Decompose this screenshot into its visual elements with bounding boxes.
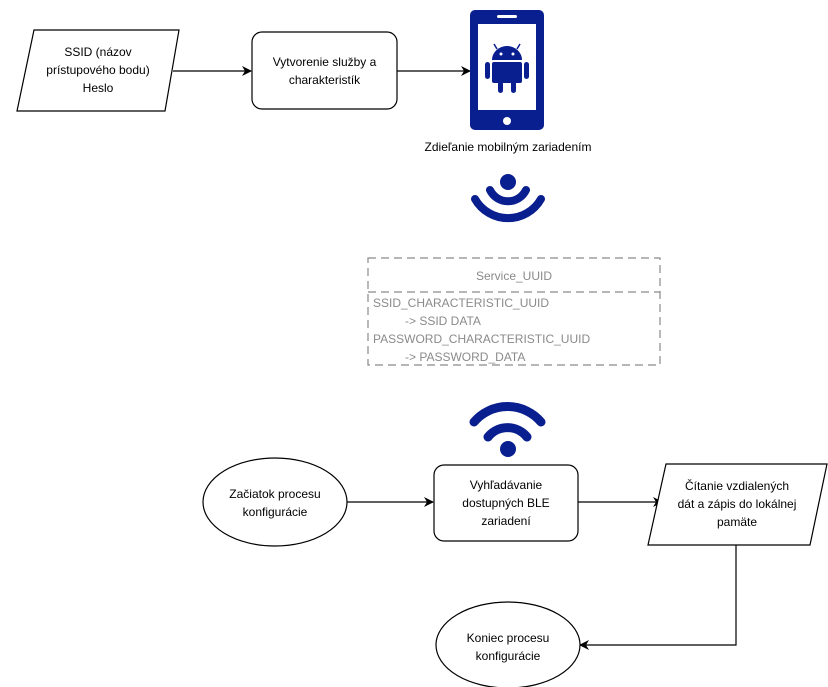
phone-caption: Zdieľanie mobilným zariadením <box>425 140 592 154</box>
ble-service-line-1: SSID_CHARACTERISTIC_UUID <box>373 296 549 310</box>
ble-service-title: Service_UUID <box>476 269 552 283</box>
read-remote-data-node: Čítanie vzdialených dát a zápis do lokál… <box>647 463 828 546</box>
ble-service-line-3: PASSWORD_CHARACTERISTIC_UUID <box>373 332 590 346</box>
end-config-line-2: konfigurácie <box>476 649 541 663</box>
credentials-input-node: SSID (názov prístupového bodu) Heslo <box>16 29 180 112</box>
credentials-input-line-2: prístupového bodu) <box>46 63 149 77</box>
arrow-read-to-end <box>579 545 737 650</box>
ble-service-line-4: -> PASSWORD_DATA <box>405 350 525 364</box>
end-config-line-1: Koniec procesu <box>467 631 550 645</box>
ble-scan-node: Vyhľadávanie dostupných BLE zariadení <box>433 464 579 542</box>
end-config-node: Koniec procesu konfigurácie <box>435 601 581 687</box>
credentials-input-line-1: SSID (názov <box>64 45 131 59</box>
ble-scan-line-3: zariadení <box>481 514 531 528</box>
ble-service-box: Service_UUID SSID_CHARACTERISTIC_UUID ->… <box>367 257 661 366</box>
read-remote-data-line-3: pamäte <box>717 515 757 529</box>
ble-service-line-2: -> SSID DATA <box>405 314 481 328</box>
ble-scan-line-2: dostupných BLE <box>462 496 549 510</box>
service-creation-line-1: Vytvorenie služby a <box>273 55 377 69</box>
android-phone-icon <box>470 10 544 130</box>
service-creation-line-2: charakteristík <box>289 73 361 87</box>
credentials-input-line-3: Heslo <box>83 81 114 95</box>
start-config-line-2: konfigurácie <box>243 505 308 519</box>
start-config-line-1: Začiatok procesu <box>229 487 320 501</box>
read-remote-data-line-2: dát a zápis do lokálnej <box>678 497 797 511</box>
ble-scan-line-1: Vyhľadávanie <box>470 478 543 492</box>
wifi-broadcast-icon <box>471 174 545 223</box>
service-creation-node: Vytvorenie služby a charakteristík <box>251 31 398 110</box>
read-remote-data-line-1: Čítanie vzdialených <box>685 478 789 493</box>
wifi-receive-icon <box>469 402 546 457</box>
start-config-node: Začiatok procesu konfigurácie <box>202 457 348 547</box>
